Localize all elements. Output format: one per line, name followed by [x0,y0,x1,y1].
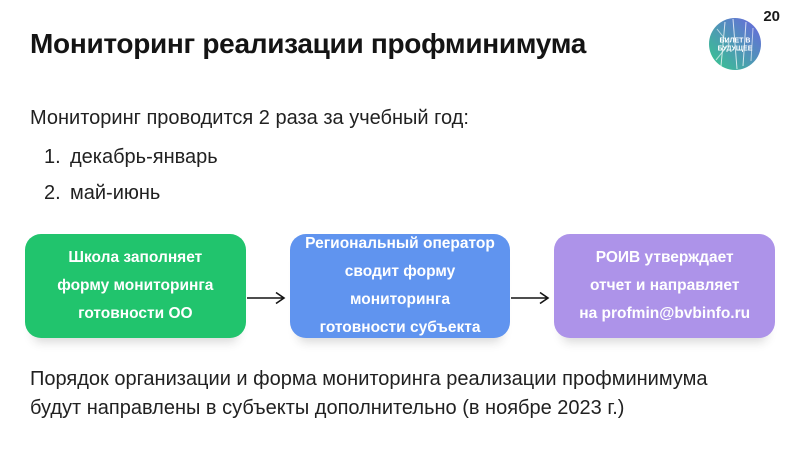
flow-step-school: Школа заполняет форму мониторинга готовн… [25,234,246,338]
process-flow: Школа заполняет форму мониторинга готовн… [25,234,776,338]
numbered-list: 1. декабрь-январь 2. май-июнь [44,146,218,218]
page-number: 20 [763,8,780,25]
arrow-right-icon [246,291,286,305]
footer-line: Порядок организации и форма мониторинга … [30,368,708,390]
slide-title: Мониторинг реализации профминимума [30,28,587,59]
step-line: форму мониторинга [57,277,214,294]
step-line: РОИВ утверждает [595,249,734,266]
logo-text-line1: БИЛЕТ В [720,38,751,45]
bvb-logo-icon: БИЛЕТ В БУДУЩЕЕ [709,18,761,70]
list-item-number: 1. [44,146,61,168]
list-item: 1. декабрь-январь [44,146,218,169]
step-line: готовности субъекта [319,319,481,336]
list-item-number: 2. [44,182,61,204]
arrow-right-icon [511,291,550,305]
step-line: сводит форму мониторинга [344,263,456,308]
footer-line: будут направлены в субъекты дополнительн… [30,396,625,419]
step-line: Региональный оператор [305,235,495,252]
step-line: отчет и направляет [589,277,740,294]
logo-text-line2: БУДУЩЕЕ [718,46,753,53]
email-prefix: на [579,305,602,322]
email-address: profmin@bvbinfo.ru [601,305,751,322]
intro-text: Мониторинг проводится 2 раза за учебный … [30,107,469,129]
footer-note: Порядок организации и форма мониторинга … [30,365,707,422]
flow-step-regional-operator: Региональный оператор сводит форму монит… [289,234,511,338]
list-item: 2. май-июнь [44,182,218,205]
list-item-text: май-июнь [70,182,161,204]
list-item-text: декабрь-январь [70,146,218,168]
flow-step-roiv: РОИВ утверждает отчет и направляет на pr… [554,234,776,338]
step-line: Школа заполняет [68,249,203,266]
step-line: готовности ОО [78,305,193,322]
step-line: на profmin@bvbinfo.ru [579,300,750,328]
bvb-logo: БИЛЕТ В БУДУЩЕЕ [708,17,762,71]
